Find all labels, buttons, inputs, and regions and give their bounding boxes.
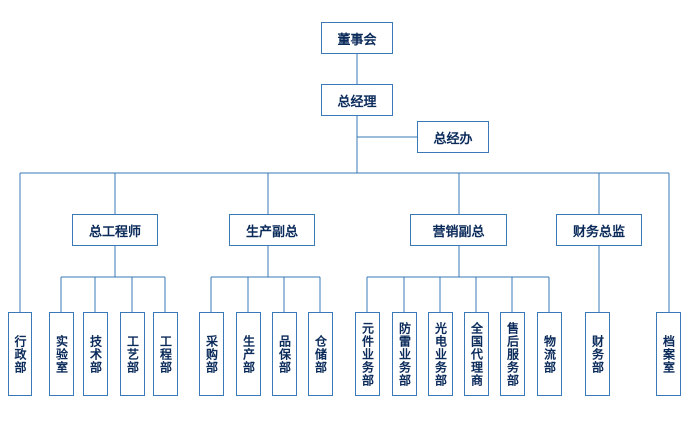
dept-agents: 全国代理商 <box>464 312 489 396</box>
dept-archive: 档案室 <box>656 312 681 396</box>
dept-purchasing: 采购部 <box>199 312 224 396</box>
dept-engineering: 工程部 <box>153 312 178 396</box>
box-chief-engineer: 总工程师 <box>72 214 158 246</box>
box-vp-sales: 营销副总 <box>410 214 507 246</box>
dept-components: 元件业务部 <box>355 312 380 396</box>
dept-logistics: 物流部 <box>537 312 562 396</box>
dept-process: 工艺部 <box>120 312 145 396</box>
box-general-manager: 总经理 <box>321 84 393 116</box>
dept-production: 生产部 <box>236 312 261 396</box>
dept-admin: 行政部 <box>8 312 32 396</box>
dept-lab: 实验室 <box>49 312 74 396</box>
box-cfo: 财务总监 <box>556 214 642 246</box>
dept-finance: 财务部 <box>585 312 610 396</box>
dept-technology: 技术部 <box>83 312 108 396</box>
dept-lightning: 防雷业务部 <box>392 312 417 396</box>
box-gm-office: 总经办 <box>417 121 489 153</box>
dept-quality: 品保部 <box>272 312 297 396</box>
dept-warehouse: 仓储部 <box>308 312 333 396</box>
dept-after-sales: 售后服务部 <box>500 312 525 396</box>
box-vp-production: 生产副总 <box>229 214 315 246</box>
box-board: 董事会 <box>321 22 393 54</box>
dept-optoelectronics: 光电业务部 <box>428 312 453 396</box>
